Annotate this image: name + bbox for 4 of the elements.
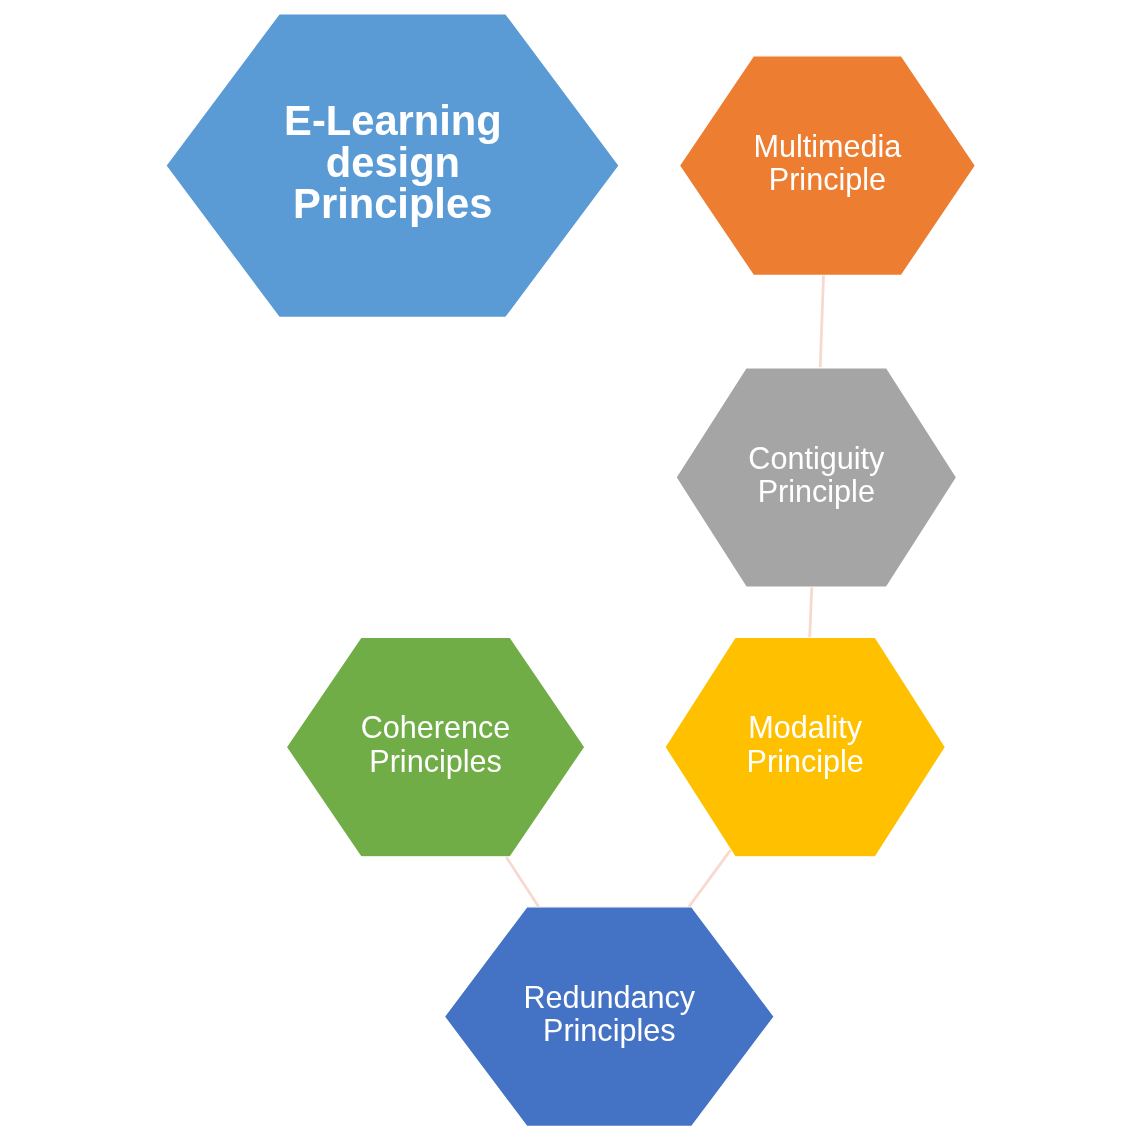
connector <box>818 275 825 368</box>
connector <box>687 849 732 908</box>
connector <box>808 587 814 638</box>
connector <box>505 856 540 908</box>
